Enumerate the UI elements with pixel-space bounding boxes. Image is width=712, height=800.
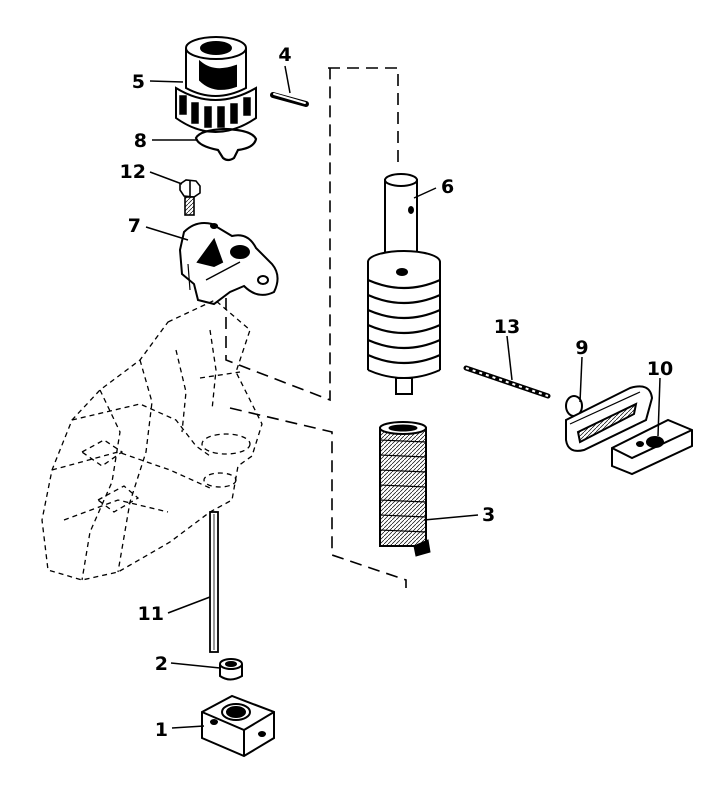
part-bolt <box>179 179 201 216</box>
callout-12: 12 <box>120 161 146 183</box>
callout-2: 2 <box>155 653 168 675</box>
part-retainer-block <box>611 418 693 476</box>
callout-1: 1 <box>155 719 168 741</box>
callout-8: 8 <box>134 130 147 152</box>
assembly-guide-lines <box>225 67 407 588</box>
part-mounting-base <box>201 694 275 758</box>
callout-13: 13 <box>494 316 520 338</box>
part-cable <box>463 365 551 399</box>
callout-3: 3 <box>482 504 495 526</box>
callout-11: 11 <box>138 603 164 625</box>
leader-lines <box>145 65 661 729</box>
part-pin <box>270 92 309 107</box>
part-gear <box>175 36 257 133</box>
part-coil-spring <box>379 421 431 557</box>
part-rod <box>209 511 219 653</box>
callout-4: 4 <box>278 44 291 66</box>
callout-10: 10 <box>647 358 673 380</box>
part-bracket-plate <box>178 222 279 306</box>
callout-9: 9 <box>575 337 588 359</box>
part-spring-clip <box>194 127 258 162</box>
callout-7: 7 <box>128 215 141 237</box>
callout-5: 5 <box>132 71 145 93</box>
part-worm-shaft <box>367 173 441 395</box>
part-bushing <box>219 658 243 681</box>
callout-6: 6 <box>441 176 454 198</box>
part-knob <box>565 385 654 452</box>
callout-labels: 4 5 8 12 7 6 13 9 10 3 11 2 1 <box>120 44 674 741</box>
housing-outline <box>41 299 263 581</box>
